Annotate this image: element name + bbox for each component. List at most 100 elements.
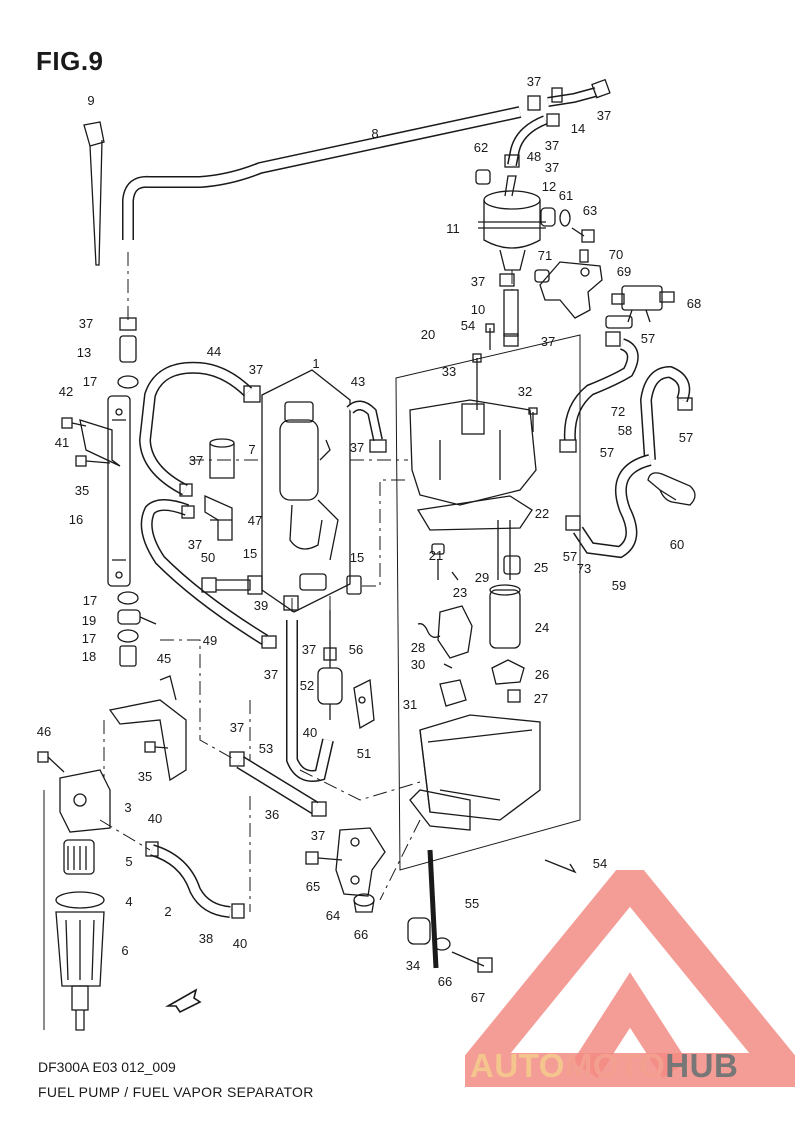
bolt-65 <box>305 851 343 865</box>
watermark-text: AUTOMOTOHUB <box>470 1047 738 1085</box>
callout-20: 20 <box>421 327 435 342</box>
callout-27: 27 <box>534 691 548 706</box>
element-5 <box>63 839 95 875</box>
callout-53: 53 <box>259 741 273 756</box>
callout-25: 25 <box>534 560 548 575</box>
callout-31: 31 <box>403 697 417 712</box>
callout-7: 7 <box>248 442 255 457</box>
valve-68 <box>605 285 675 329</box>
callout-46: 46 <box>37 724 51 739</box>
callout-12: 12 <box>542 179 556 194</box>
callout-16: 16 <box>69 512 83 527</box>
callout-54: 54 <box>593 856 607 871</box>
bolt-63 <box>571 227 595 243</box>
callout-37: 37 <box>188 537 202 552</box>
callout-44: 44 <box>207 344 221 359</box>
callout-37: 37 <box>230 720 244 735</box>
callout-28: 28 <box>411 640 425 655</box>
callout-59: 59 <box>612 578 626 593</box>
callout-37: 37 <box>545 160 559 175</box>
callout-38: 38 <box>199 931 213 946</box>
callout-42: 42 <box>59 384 73 399</box>
grommet-34 <box>407 917 431 945</box>
callout-52: 52 <box>300 678 314 693</box>
hose-49 <box>140 499 277 649</box>
callout-54: 54 <box>461 318 475 333</box>
callout-39: 39 <box>254 598 268 613</box>
hose-48 <box>504 113 560 168</box>
callout-15: 15 <box>243 546 257 561</box>
callout-65: 65 <box>306 879 320 894</box>
callout-37: 37 <box>350 440 364 455</box>
callout-55: 55 <box>465 896 479 911</box>
hose-38 <box>145 841 245 919</box>
callout-58: 58 <box>618 423 632 438</box>
hose-59 <box>565 454 652 559</box>
callout-29: 29 <box>475 570 489 585</box>
callout-37: 37 <box>189 453 203 468</box>
bolt-54 <box>485 323 495 350</box>
callout-66: 66 <box>354 927 368 942</box>
callout-73: 73 <box>577 561 591 576</box>
callout-40: 40 <box>303 725 317 740</box>
callout-49: 49 <box>203 633 217 648</box>
callout-51: 51 <box>357 746 371 761</box>
joint-13 <box>119 317 137 363</box>
callout-35: 35 <box>138 769 152 784</box>
callout-8: 8 <box>371 126 378 141</box>
callout-36: 36 <box>265 807 279 822</box>
callout-30: 30 <box>411 657 425 672</box>
collar-15b <box>346 575 362 595</box>
bolt-33 <box>472 353 482 410</box>
bolt-35a <box>75 455 111 467</box>
grommet-12 <box>540 207 556 227</box>
figure-title: FIG.9 <box>36 46 104 76</box>
callout-48: 48 <box>527 149 541 164</box>
hose-43 <box>346 400 387 453</box>
callout-64: 64 <box>326 908 340 923</box>
callout-4: 4 <box>125 894 132 909</box>
hose-14 <box>527 78 611 111</box>
callout-21: 21 <box>429 548 443 563</box>
clamp-60 <box>647 472 696 506</box>
callout-26: 26 <box>535 667 549 682</box>
callout-37: 37 <box>541 334 555 349</box>
bolt-18 <box>119 645 137 667</box>
washer-17b <box>117 591 139 605</box>
callout-68: 68 <box>687 296 701 311</box>
callout-17: 17 <box>83 593 97 608</box>
fuel-rail-16 <box>107 395 131 587</box>
callout-37: 37 <box>249 362 263 377</box>
callout-37: 37 <box>597 108 611 123</box>
watermark-part-c: HUB <box>665 1047 739 1084</box>
callout-32: 32 <box>518 384 532 399</box>
grommet-66a <box>353 893 375 913</box>
callout-57: 57 <box>679 430 693 445</box>
callout-5: 5 <box>125 854 132 869</box>
callout-37: 37 <box>527 74 541 89</box>
pipe-10 <box>499 273 519 347</box>
callout-47: 47 <box>248 513 262 528</box>
callout-10: 10 <box>471 302 485 317</box>
callout-57: 57 <box>600 445 614 460</box>
callout-45: 45 <box>157 651 171 666</box>
screw-32 <box>528 407 538 432</box>
callout-6: 6 <box>121 943 128 958</box>
grommet-7 <box>209 438 235 479</box>
callout-22: 22 <box>535 506 549 521</box>
bolt-54b <box>544 859 577 874</box>
bolt-46 <box>37 751 65 773</box>
hose-58 <box>639 365 693 461</box>
washer-17c <box>117 629 139 643</box>
fuel-hose-8 <box>122 106 522 240</box>
callout-3: 3 <box>124 800 131 815</box>
figure-code: DF300A E03 012_009 <box>38 1059 176 1075</box>
joint-47 <box>204 494 233 541</box>
callout-17: 17 <box>83 374 97 389</box>
callout-40: 40 <box>148 811 162 826</box>
callout-62: 62 <box>474 140 488 155</box>
callout-72: 72 <box>611 404 625 419</box>
filter-11 <box>475 169 546 271</box>
hose-72 <box>559 331 639 453</box>
